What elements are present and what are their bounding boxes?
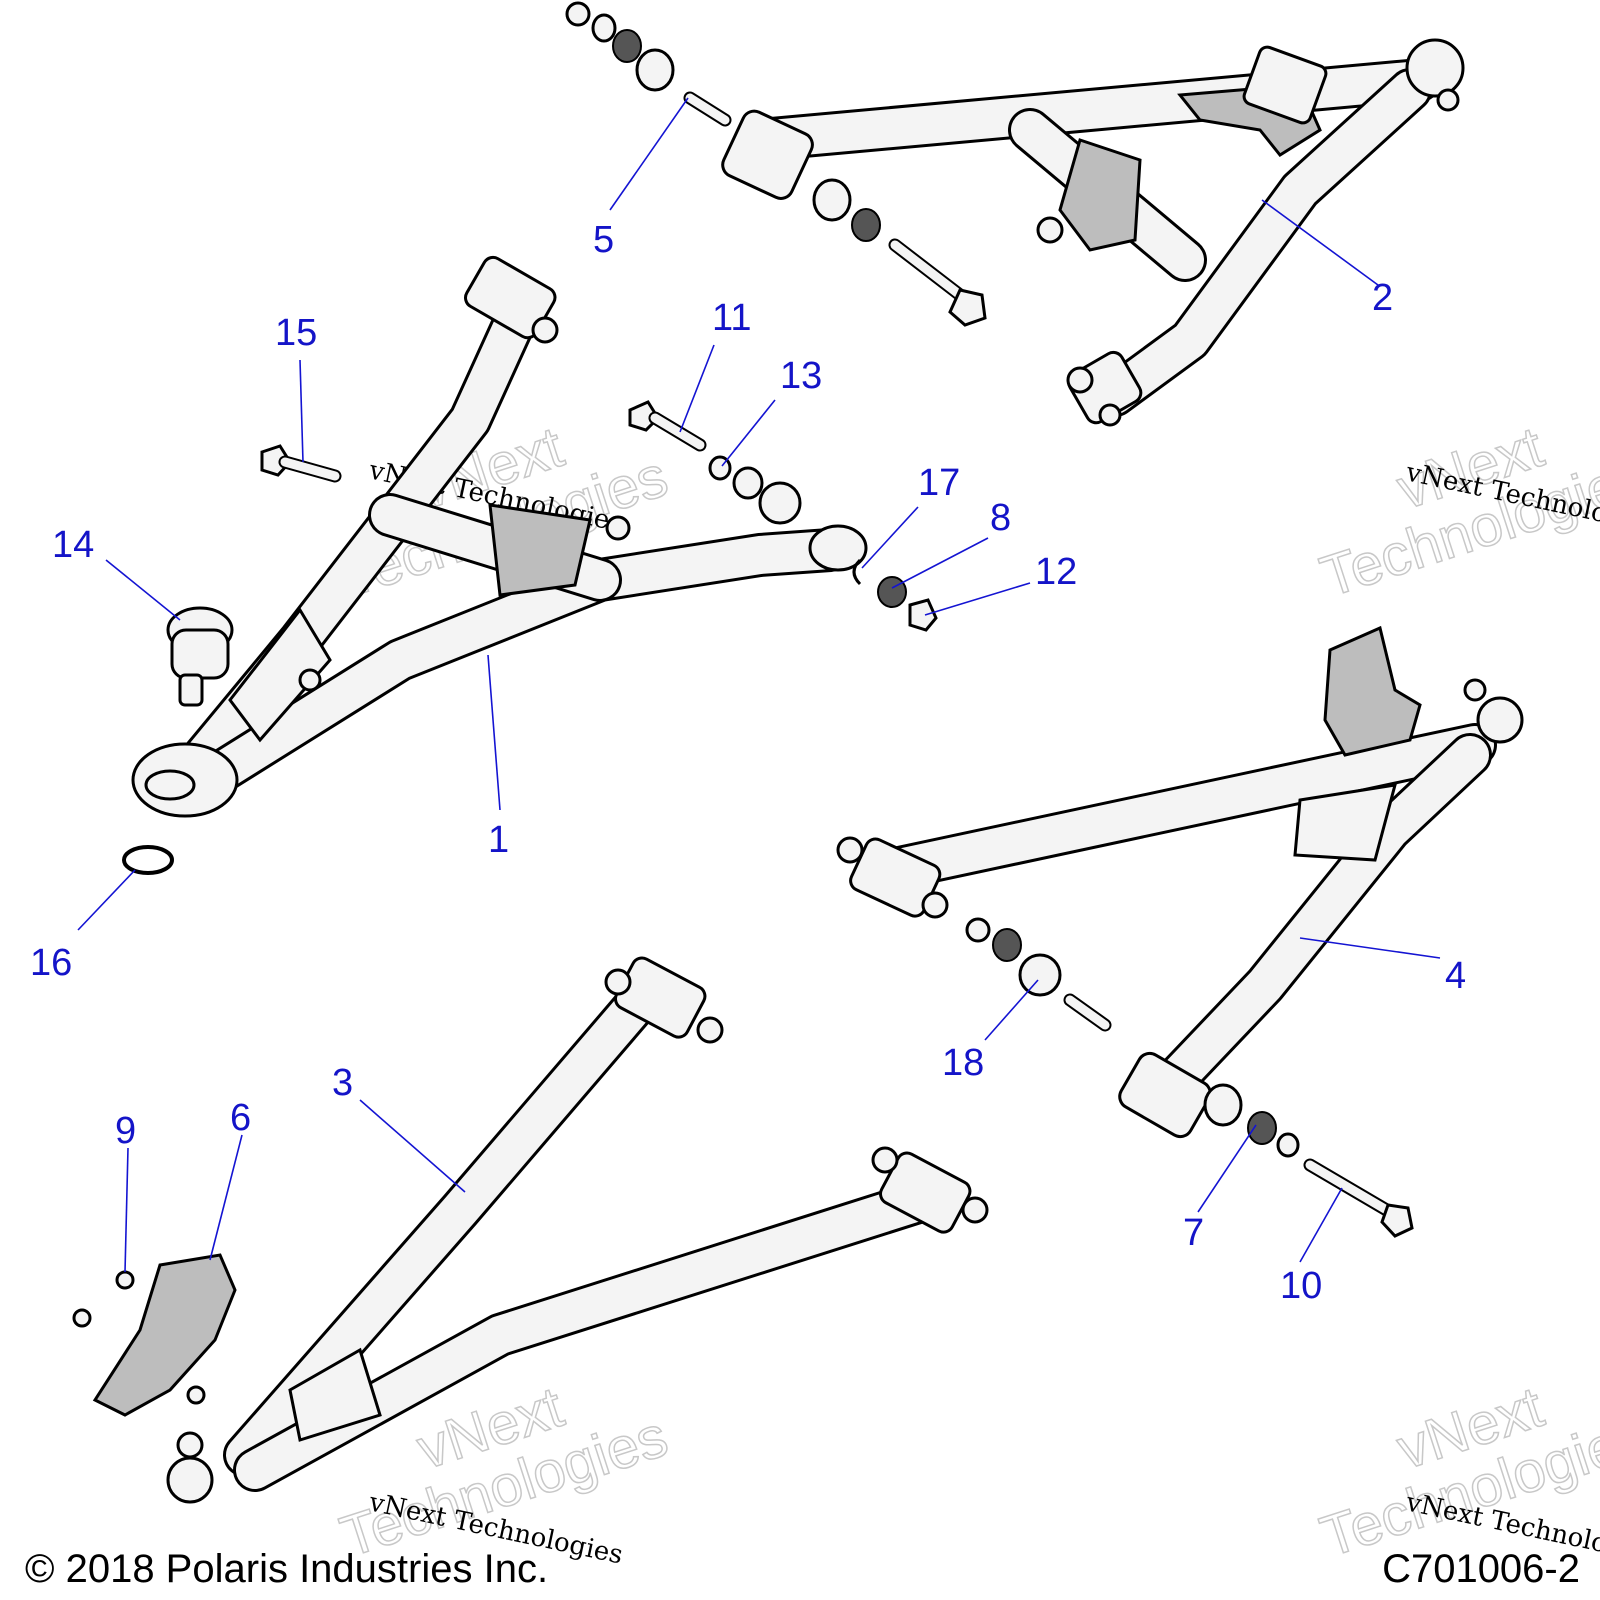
callout-labels: 1 2 3 4 5 6 7 8 9 10 11 12 13 14 15 16 1… [30, 219, 1466, 1307]
callout-9: 9 [115, 1110, 136, 1152]
callout-2: 2 [1372, 277, 1393, 319]
callout-6: 6 [230, 1097, 251, 1139]
hardware-stack-lower [965, 917, 1414, 1238]
callout-1: 1 [488, 819, 509, 861]
callout-17: 17 [918, 462, 960, 504]
ball-joint-14 [166, 606, 234, 707]
snap-ring-16 [122, 845, 174, 875]
leader-lines [77, 97, 1441, 1273]
a-arm-upper-left [131, 255, 868, 818]
callout-11: 11 [712, 297, 751, 339]
callout-13: 13 [780, 355, 822, 397]
callout-7: 7 [1183, 1212, 1204, 1254]
callout-14: 14 [52, 524, 94, 566]
callout-4: 4 [1445, 955, 1466, 997]
copyright-text: © 2018 Polaris Industries Inc. [25, 1547, 548, 1591]
hardware-stack-middle [628, 400, 938, 632]
callout-12: 12 [1035, 551, 1077, 593]
a-arm-upper-right [721, 38, 1465, 427]
callout-5: 5 [593, 219, 614, 261]
a-arm-lower-left [166, 956, 989, 1504]
bolt-15 [260, 444, 342, 483]
callout-10: 10 [1280, 1265, 1322, 1307]
callout-15: 15 [275, 312, 317, 354]
hardware-stack-top [565, 1, 987, 327]
diagram-code: C701006-2 [1382, 1547, 1580, 1591]
callout-3: 3 [332, 1062, 353, 1104]
callout-18: 18 [942, 1042, 984, 1084]
skid-plate-6 [72, 1253, 237, 1417]
callout-16: 16 [30, 942, 72, 984]
a-arm-lower-right [836, 625, 1524, 1139]
callout-8: 8 [990, 497, 1011, 539]
